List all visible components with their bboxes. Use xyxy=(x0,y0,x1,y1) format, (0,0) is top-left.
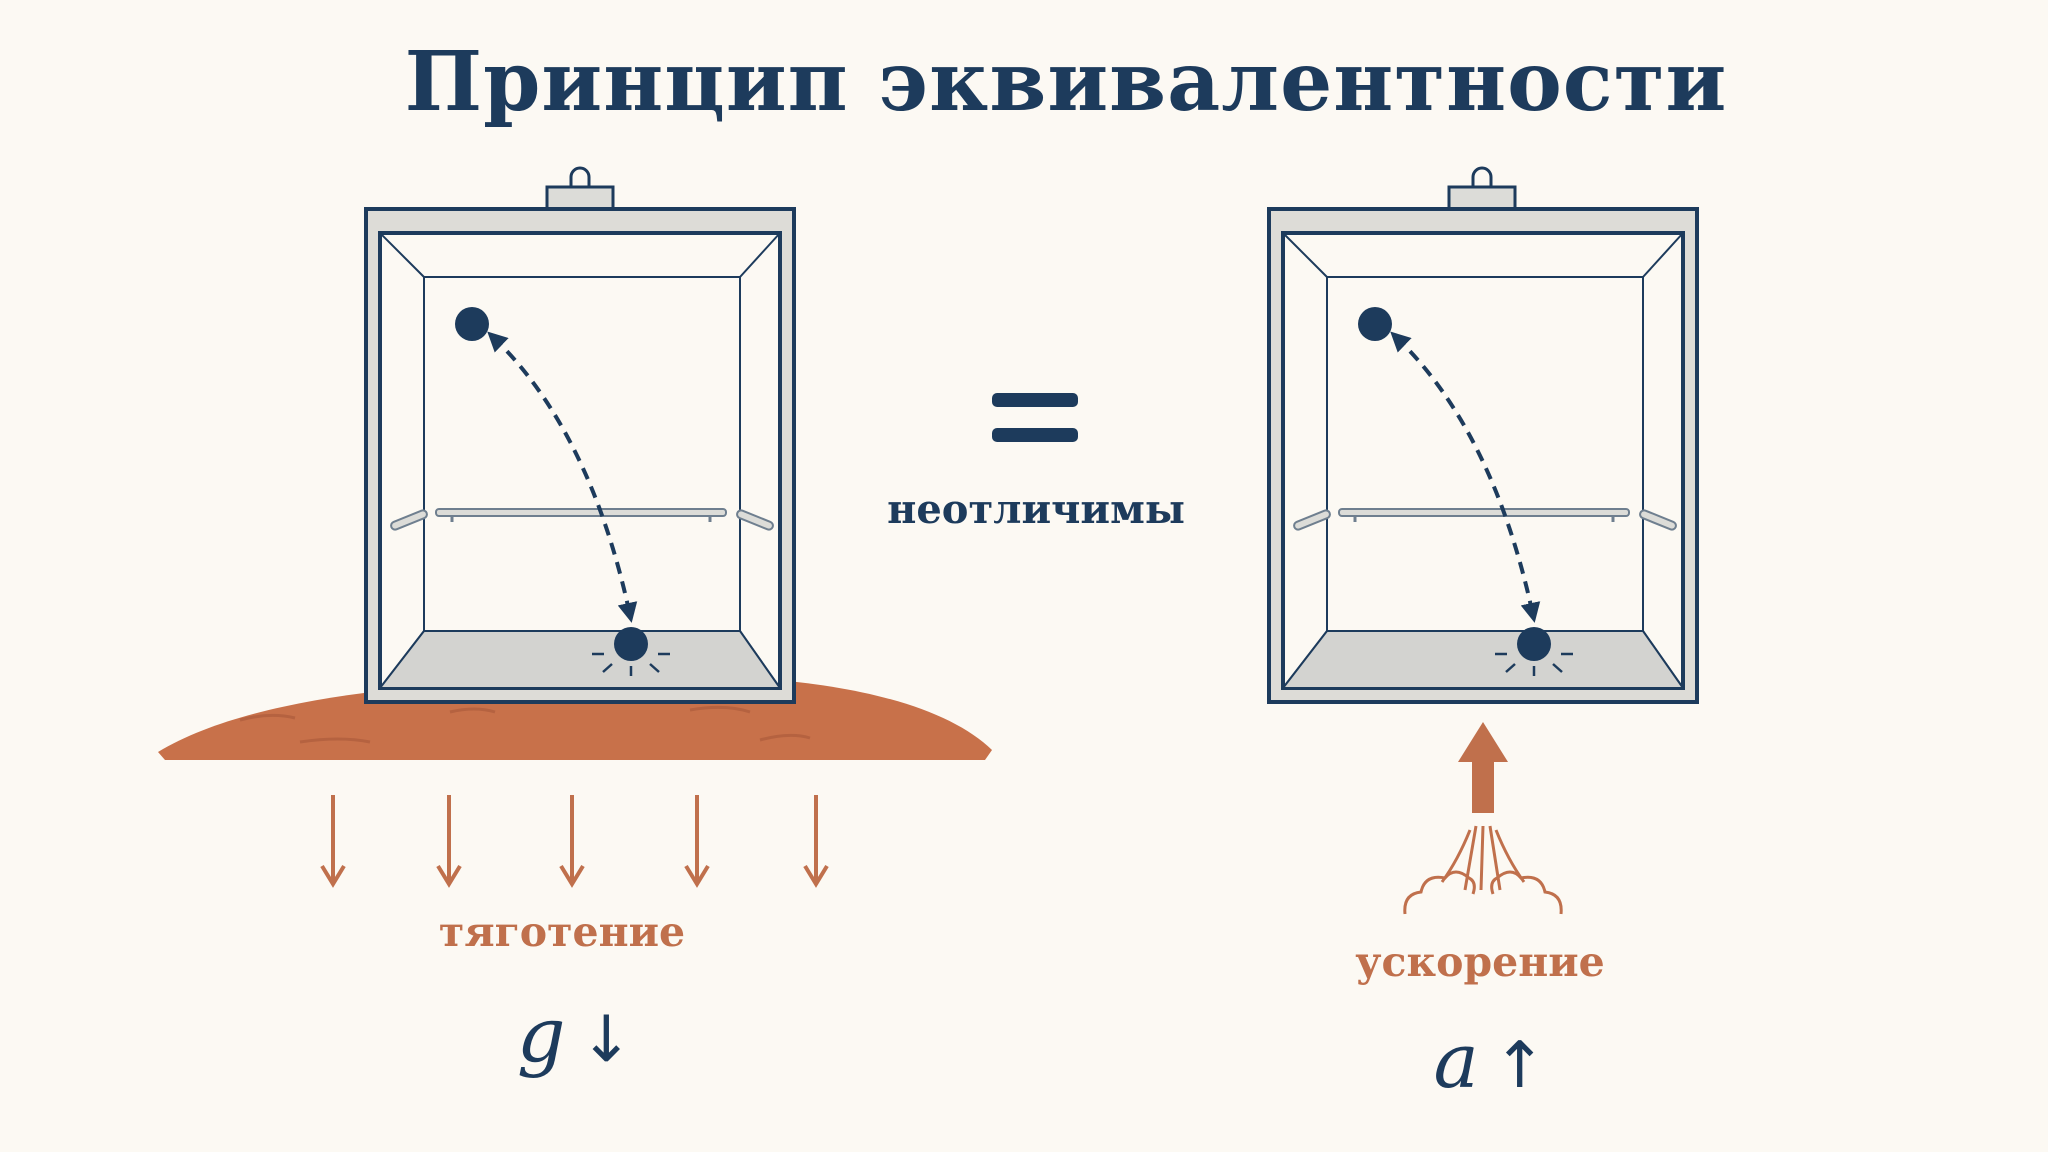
gravity-symbol-letter: g xyxy=(516,990,566,1079)
indistinguishable-caption: неотличимы xyxy=(887,486,1185,533)
left-box-floor xyxy=(377,630,782,689)
gravity-field-arrows xyxy=(320,795,829,888)
left-ball-top xyxy=(455,307,489,341)
acceleration-caption: ускорение xyxy=(1355,938,1605,986)
acceleration-symbol-letter: a xyxy=(1433,1016,1479,1105)
gravity-arrow-1 xyxy=(320,795,346,888)
right-ball-trajectory xyxy=(1390,331,1541,623)
left-ball-trajectory xyxy=(487,331,638,623)
gravity-symbol: g↓ xyxy=(517,990,633,1079)
left-ball-impact-lines xyxy=(592,652,670,676)
right-ball-bottom xyxy=(1517,627,1551,661)
thrust-arrow xyxy=(1458,722,1508,813)
left-ball-bottom xyxy=(614,627,648,661)
gravity-caption: тяготение xyxy=(438,908,686,956)
page-title: Принцип эквивалентности xyxy=(404,34,1728,130)
right-box-hook xyxy=(1471,166,1493,187)
left-box-hook xyxy=(569,166,591,187)
right-box-hanger xyxy=(1447,185,1517,211)
gravity-arrow-3 xyxy=(559,795,585,888)
left-box-hanger xyxy=(545,185,615,211)
equals-sign xyxy=(992,393,1078,442)
rocket-exhaust-icon xyxy=(1403,825,1563,915)
down-arrow-icon: ↓ xyxy=(579,1003,634,1077)
right-elevator-box xyxy=(1267,166,1699,704)
right-box-floor xyxy=(1280,630,1685,689)
right-ball-top xyxy=(1358,307,1392,341)
gravity-arrow-2 xyxy=(436,795,462,888)
right-ball-impact-lines xyxy=(1495,652,1573,676)
left-elevator-box xyxy=(364,166,796,704)
up-arrow-icon: ↑ xyxy=(1492,1029,1547,1103)
acceleration-symbol: a↑ xyxy=(1434,1016,1547,1105)
gravity-arrow-5 xyxy=(803,795,829,888)
gravity-arrow-4 xyxy=(684,795,710,888)
